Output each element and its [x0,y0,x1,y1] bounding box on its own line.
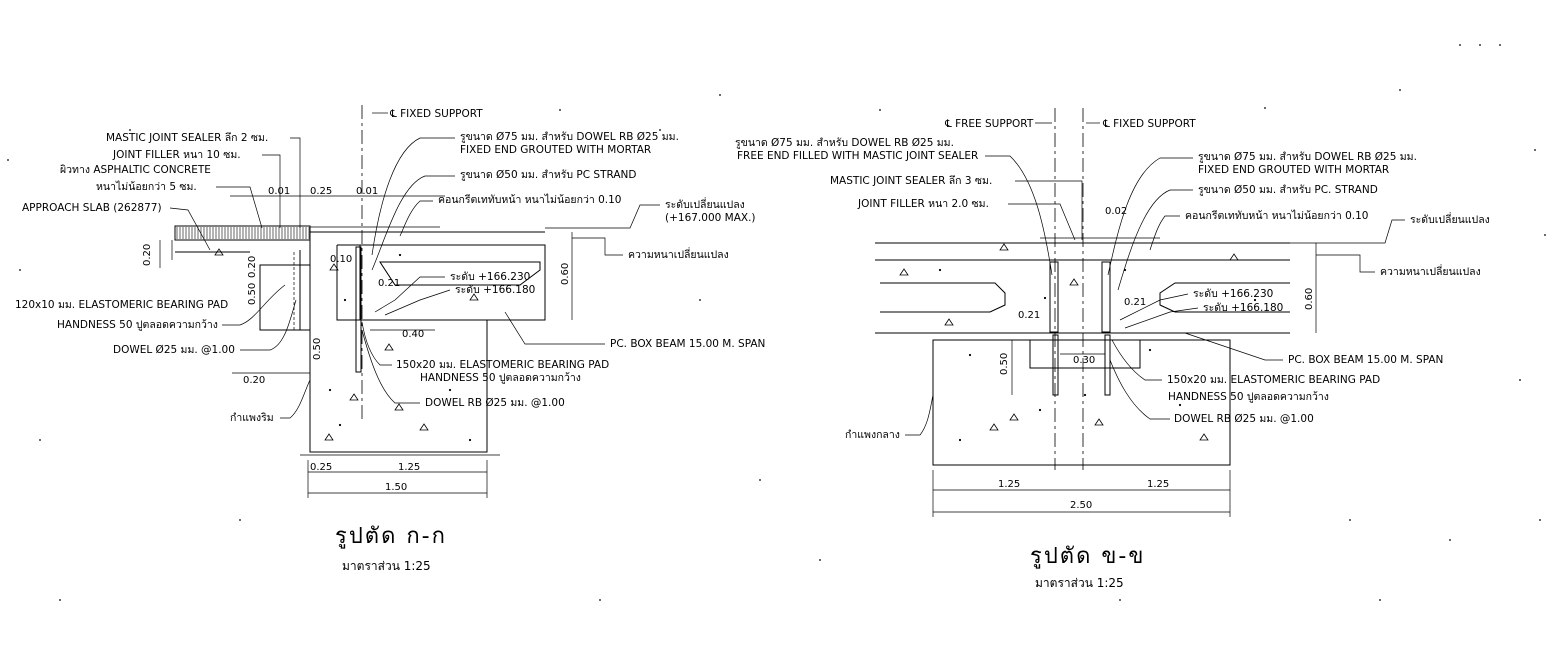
label-level-var-a: ระดับเปลี่ยนแปลง [665,197,745,211]
label-min-thickness: หนาไม่น้อยกว่า 5 ซม. [96,180,197,193]
label-hole-dowel-fixed-b: รูขนาด Ø75 มม. สำหรับ DOWEL RB Ø25 มม. [1198,151,1417,163]
label-level-var-b: ระดับเปลี่ยนแปลง [1410,212,1490,226]
scale-section-a: มาตราส่วน 1:25 [342,559,431,573]
label-fixed-grouted-a: FIXED END GROUTED WITH MORTAR [460,144,651,156]
label-hole-dowel-free-b: รูขนาด Ø75 มม. สำหรับ DOWEL RB Ø25 มม. [735,137,954,149]
label-thickness-var-a: ความหนาเปลี่ยนแปลง [628,247,729,261]
label-pc-beam-a: PC. BOX BEAM 15.00 M. SPAN [610,338,765,350]
dim-0.20-a: 0.20 [142,244,153,266]
label-level-1-b: ระดับ +166.230 [1193,288,1273,300]
label-pad-1: 120x10 มม. ELASTOMERIC BEARING PAD [15,299,228,311]
label-hole-strand-b: รูขนาด Ø50 มม. สำหรับ PC. STRAND [1198,184,1378,196]
label-dowel-2: DOWEL RB Ø25 มม. @1.00 [425,397,565,409]
label-surface-ac: ผิวทาง ASPHALTIC CONCRETE [60,164,211,176]
dim-0.20b-a: 0.20 [247,256,258,278]
label-thickness-var-b: ความหนาเปลี่ยนแปลง [1380,264,1481,278]
label-mastic-sealer-b: MASTIC JOINT SEALER ลึก 3 ซม. [830,175,992,187]
label-fixed-support-b: ℄ FIXED SUPPORT [1102,118,1196,130]
dim-0.60-a: 0.60 [560,263,571,285]
dim-2.50-b: 2.50 [1070,500,1092,511]
abutment-wall [309,240,488,453]
dim-1.25a-b: 1.25 [998,479,1020,490]
title-section-b: รูปตัด ข-ข [1030,544,1145,569]
label-mastic-sealer-a: MASTIC JOINT SEALER ลึก 2 ซม. [106,132,268,144]
dim-0.21a-b: 0.21 [1018,310,1040,321]
section-b: ℄ FREE SUPPORT ℄ FIXED SUPPORT 0.02 0.21… [735,108,1490,590]
dim-1.25-a: 1.25 [398,462,420,473]
dim-0.50b-a: 0.50 [312,338,323,360]
dim-0.60-b: 0.60 [1304,288,1315,310]
label-approach-slab: APPROACH SLAB (262877) [22,202,162,214]
label-hole-dowel-a: รูขนาด Ø75 มม. สำหรับ DOWEL RB Ø25 มม. [460,131,679,143]
label-joint-filler-b: JOINT FILLER หนา 2.0 ซม. [857,198,989,210]
section-a: ℄ FIXED SUPPORT 0.01 0.25 0.01 0.20 [15,105,765,573]
label-hole-strand-a: รูขนาด Ø50 มม. สำหรับ PC STRAND [460,169,636,181]
dim-0.40-a: 0.40 [402,329,424,340]
label-topping-a: คอนกรีตเททับหน้า หนาไม่น้อยกว่า 0.10 [438,193,621,206]
label-fixed-support-a: ℄ FIXED SUPPORT [389,108,483,120]
label-fixed-grouted-b: FIXED END GROUTED WITH MORTAR [1198,164,1389,176]
label-pier-b: กำแพงกลาง [845,429,900,441]
dim-0.50-b: 0.50 [999,353,1010,375]
label-pad-1b: HANDNESS 50 ปูตลอดความกว้าง [57,319,218,331]
label-topping-b: คอนกรีตเททับหน้า หนาไม่น้อยกว่า 0.10 [1185,209,1368,222]
dim-0.50-a: 0.50 [247,283,258,305]
dim-0.21b-b: 0.21 [1124,297,1146,308]
label-dowel-b: DOWEL RB Ø25 มม. @1.00 [1174,413,1314,425]
approach-slab [174,225,311,241]
label-pad-b: 150x20 มม. ELASTOMERIC BEARING PAD [1167,374,1380,386]
label-wall-a: กำแพงริม [230,412,274,424]
noise-dots [7,44,1546,601]
label-level-2-b: ระดับ +166.180 [1203,302,1283,314]
label-pc-beam-b: PC. BOX BEAM 15.00 M. SPAN [1288,354,1443,366]
label-level-2-a: ระดับ +166.180 [455,284,535,296]
dim-0.01b-a: 0.01 [356,186,378,197]
dim-1.50-a: 1.50 [385,482,407,493]
scale-section-b: มาตราส่วน 1:25 [1035,576,1124,590]
dim-0.25b-a: 0.25 [310,462,332,473]
label-pad-2b: HANDNESS 50 ปูตลอดความกว้าง [420,372,581,384]
dim-0.10-a: 0.10 [330,254,352,265]
label-free-filled-b: FREE END FILLED WITH MASTIC JOINT SEALER [737,150,978,162]
label-dowel-1: DOWEL Ø25 มม. @1.00 [113,344,235,356]
dim-1.25b-b: 1.25 [1147,479,1169,490]
dim-0.01-a: 0.01 [268,186,290,197]
label-joint-filler-a: JOINT FILLER หนา 10 ซม. [112,149,241,161]
label-pad-b2: HANDNESS 50 ปูตลอดความกว้าง [1168,391,1329,403]
title-section-a: รูปตัด ก-ก [335,524,447,549]
dim-0.30-b: 0.30 [1073,355,1095,366]
dim-0.21-a: 0.21 [378,278,400,289]
dim-0.25-a: 0.25 [310,186,332,197]
dim-0.02-b: 0.02 [1105,206,1127,217]
label-pad-2: 150x20 มม. ELASTOMERIC BEARING PAD [396,359,609,371]
dim-0.20c-a: 0.20 [243,375,265,386]
label-free-support-b: ℄ FREE SUPPORT [944,118,1034,130]
label-level-1-a: ระดับ +166.230 [450,271,530,283]
label-level-max-a: (+167.000 MAX.) [665,212,756,224]
